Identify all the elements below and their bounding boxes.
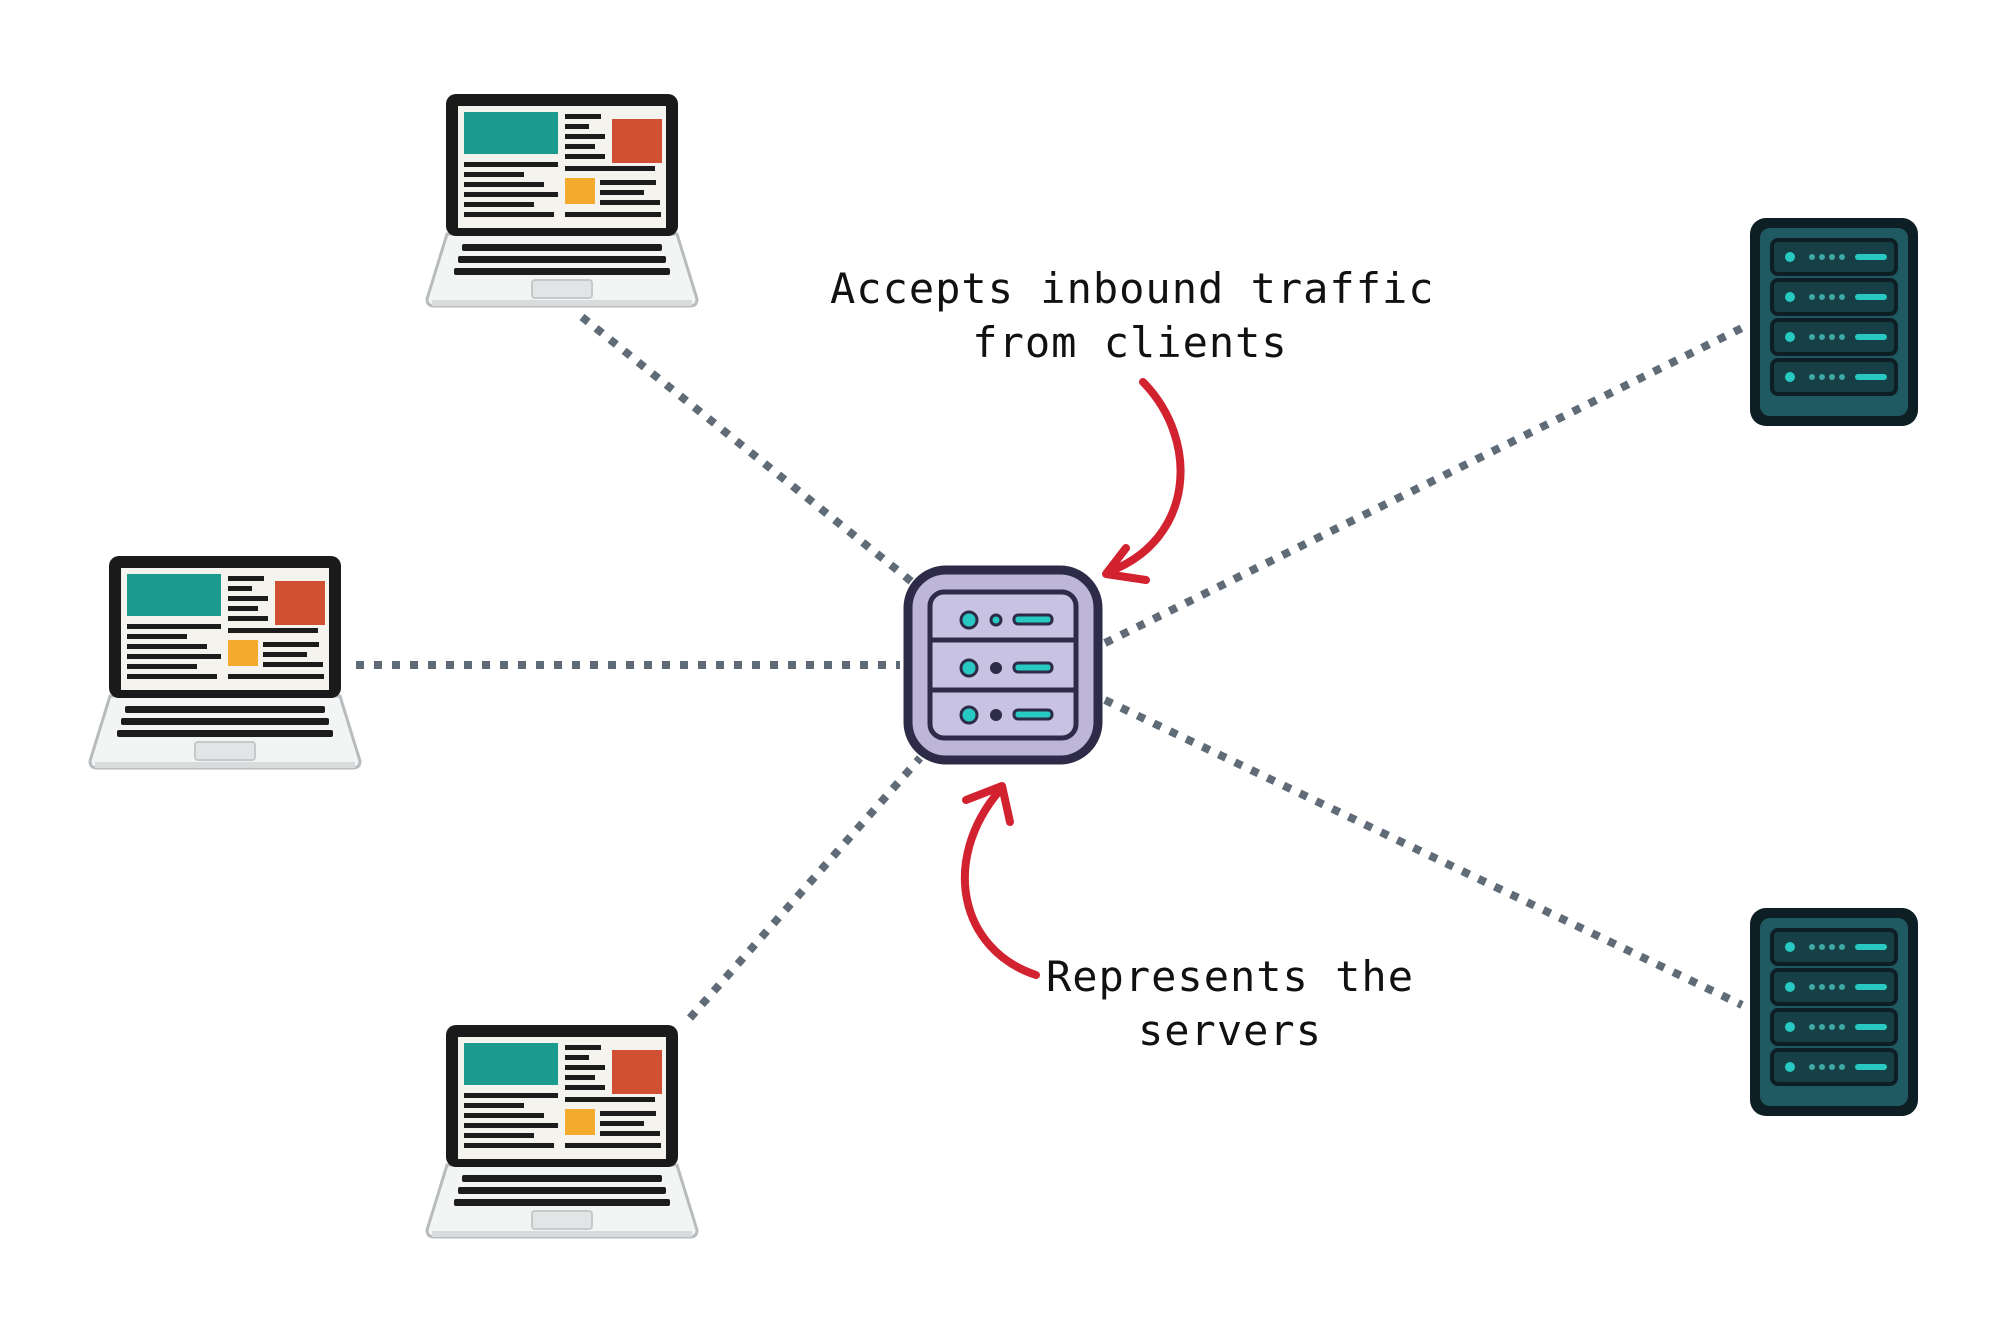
server-rack-icon (1748, 906, 1920, 1118)
servers-annotation-line1: Represents the (1045, 952, 1414, 1001)
laptop-icon (425, 92, 699, 308)
server-rack-icon (1748, 216, 1920, 428)
servers-annotation-line2: servers (1137, 1006, 1322, 1055)
arrow-head-bottom (962, 782, 1014, 826)
arrow-to-proxy-bottom (960, 786, 1040, 979)
proxy-annotation-line1: Accepts inbound traffic (830, 264, 1435, 313)
connector-laptop-top (579, 313, 935, 602)
laptop-icon (425, 1023, 699, 1239)
proxy-server-icon (903, 565, 1103, 765)
laptop-icon (88, 554, 362, 770)
connector-lines (356, 313, 1744, 1021)
servers-annotation: Represents the servers (1000, 950, 1460, 1058)
proxy-annotation: Accepts inbound traffic from clients (830, 262, 1435, 370)
connector-server-top (1103, 324, 1744, 647)
arrow-to-proxy-top (1104, 378, 1185, 576)
proxy-annotation-line2: from clients (972, 318, 1288, 367)
connector-laptop-bottom (687, 755, 923, 1021)
arrow-head-top (1102, 544, 1150, 584)
